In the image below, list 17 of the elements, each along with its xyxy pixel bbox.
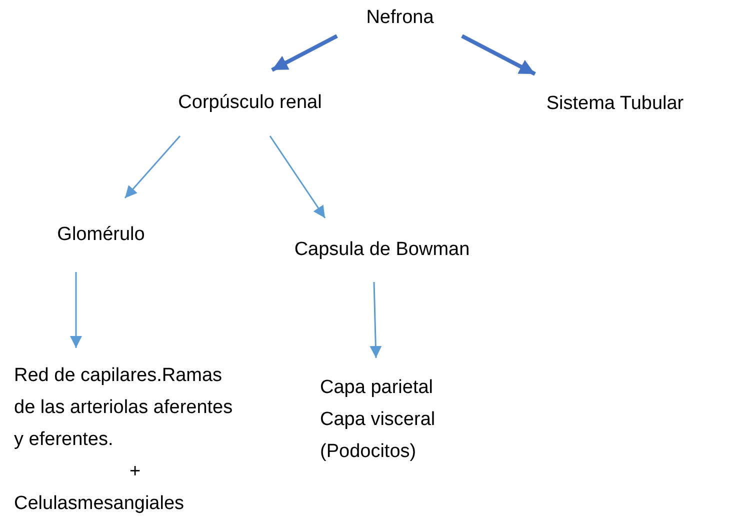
- arrow: [271, 34, 338, 72]
- arrow: [461, 34, 536, 76]
- arrow: [269, 136, 326, 218]
- node-text: Capa visceral: [320, 408, 436, 432]
- arrow: [370, 282, 382, 358]
- node-text: Nefrona: [366, 6, 434, 30]
- arrow: [70, 272, 82, 348]
- node-text: Capa parietal: [320, 376, 434, 400]
- node-text: Corpúsculo renal: [178, 91, 322, 115]
- arrow: [124, 136, 181, 198]
- node-text: Red de capilares.Ramas de las arteriolas aferentes y eferentes.: [14, 364, 234, 452]
- plus-sign: +: [128, 460, 142, 484]
- node-text: (Podocitos): [320, 440, 416, 464]
- node-text: Celulasmesangiales: [14, 492, 184, 516]
- node-text: Capsula de Bowman: [294, 238, 470, 262]
- node-text: Glomérulo: [57, 223, 145, 247]
- node-text: Sistema Tubular: [546, 92, 684, 116]
